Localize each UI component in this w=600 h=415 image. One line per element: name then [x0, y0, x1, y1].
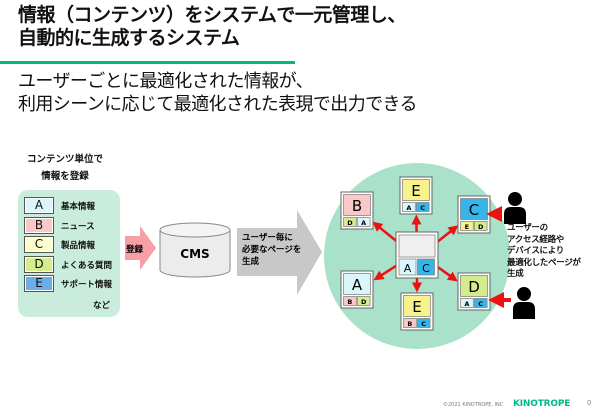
page-main-block	[402, 179, 430, 201]
page-main-block	[403, 295, 431, 317]
page-main-label: C	[469, 201, 479, 219]
template-main-area	[398, 234, 436, 258]
template-slot-label: A	[404, 262, 412, 275]
note-line: 生成	[507, 269, 524, 279]
generated-page-e: EB C	[400, 292, 434, 331]
etc-label: など	[92, 301, 110, 311]
page-main-label: A	[352, 276, 363, 294]
generated-page-a: AB D	[340, 270, 374, 309]
optimization-note: ユーザーの アクセス経路や デバイスにより 最適化したページが 生成	[507, 223, 581, 281]
page-sub-label: D	[478, 223, 484, 231]
template-slot	[398, 258, 417, 276]
heading-line: コンテンツ単位で	[26, 154, 103, 165]
content-key-box: C	[24, 236, 54, 253]
page-main-block	[460, 275, 488, 297]
page-main-label: E	[412, 298, 421, 316]
content-key-box: D	[24, 256, 54, 273]
title-line: 情報（コンテンツ）をシステムで一元管理し、	[18, 4, 406, 26]
page-sub-label: D	[361, 298, 367, 306]
note-line: 最適化したページが	[507, 257, 581, 268]
page-sub-block	[415, 202, 430, 212]
content-label: 基本情報	[61, 201, 96, 212]
page-sub-block	[460, 298, 474, 308]
page-sub-label: C	[421, 320, 426, 328]
page-main-label: D	[468, 278, 480, 296]
title-line: 自動的に生成するシステム	[18, 27, 240, 49]
generate-arrow	[237, 210, 322, 295]
page-sub-block	[402, 202, 416, 212]
slide-subtitle: ユーザーごとに最適化された情報が、 利用シーンに応じて最適化された表現で出力でき…	[18, 70, 418, 116]
page-sub-block	[460, 221, 474, 231]
page-main-block	[343, 194, 371, 216]
page-sub-block	[356, 296, 371, 306]
note-line: ユーザーの	[507, 223, 548, 233]
kinotrope-logo: KINOTROPE	[513, 399, 571, 409]
content-item-d: D よくある質問	[24, 256, 112, 273]
page-sub-label: A	[464, 300, 469, 308]
page-sub-label: C	[478, 300, 483, 308]
generate-arrow-label: ユーザー毎に 必要なページを 生成	[241, 232, 304, 267]
register-arrow	[125, 226, 156, 270]
cms-database-icon	[159, 222, 231, 278]
heading-line: 情報を登録	[41, 171, 89, 182]
page-sub-block	[343, 296, 357, 306]
content-label: ニュース	[61, 221, 95, 232]
content-label: よくある質問	[61, 260, 113, 271]
page-sub-label: A	[406, 204, 411, 212]
page-sub-block	[473, 298, 488, 308]
distribution-arrow	[372, 221, 399, 244]
note-line: アクセス経路や	[507, 234, 564, 245]
content-label: 製品情報	[61, 240, 96, 251]
template-slot-label: C	[422, 262, 430, 275]
copyright: ©2021 KINOTROPE, INC	[443, 402, 504, 408]
cms-label: CMS	[180, 247, 209, 261]
page-main-label: B	[352, 197, 362, 215]
content-key-box: B	[24, 217, 54, 234]
distribution-arrow	[436, 265, 458, 282]
page-sub-block	[403, 318, 417, 328]
distribution-arrow	[435, 225, 459, 244]
page-sub-label: B	[347, 298, 352, 306]
template-slot	[417, 258, 435, 276]
slide-title: 情報（コンテンツ）をシステムで一元管理し、 自動的に生成するシステム	[18, 4, 406, 50]
generated-page-d: DA C	[457, 272, 491, 311]
user-icon	[513, 287, 535, 319]
content-heading: コンテンツ単位で 情報を登録	[10, 151, 120, 185]
register-arrow-label: 登録	[125, 244, 144, 255]
page-main-block	[343, 273, 371, 295]
page-sub-block	[343, 217, 357, 227]
content-key-box: A	[24, 197, 54, 214]
user-icon	[504, 192, 526, 224]
page-sub-label: D	[347, 219, 353, 227]
page-sub-label: B	[407, 320, 412, 328]
page-sub-label: E	[465, 223, 469, 231]
page-main-label: E	[411, 182, 420, 200]
content-label: サポート情報	[61, 279, 113, 290]
content-key-box: E	[24, 275, 54, 292]
page-sub-label: A	[361, 219, 366, 227]
generated-page-e: EA C	[399, 176, 433, 215]
generated-page-c: CE D	[457, 195, 491, 234]
content-item-b: B ニュース	[24, 217, 95, 234]
content-item-e: E サポート情報	[24, 275, 112, 292]
subtitle-line: 利用シーンに応じて最適化された表現で出力できる	[18, 94, 418, 115]
note-line: デバイスにより	[507, 246, 564, 256]
content-item-a: A 基本情報	[24, 197, 95, 214]
content-item-c: C 製品情報	[24, 236, 95, 253]
page-sub-block	[416, 318, 431, 328]
page-sub-block	[473, 221, 488, 231]
page-sub-label: C	[420, 204, 425, 212]
page-number: 0	[587, 399, 592, 407]
subtitle-line: ユーザーごとに最適化された情報が、	[18, 71, 314, 92]
title-underline	[0, 61, 295, 64]
distribution-arrow	[373, 264, 397, 281]
page-sub-block	[356, 217, 371, 227]
content-list-panel: など A 基本情報 B ニュース C 製品情報 D よくある質問 E サポート情報	[18, 190, 120, 317]
